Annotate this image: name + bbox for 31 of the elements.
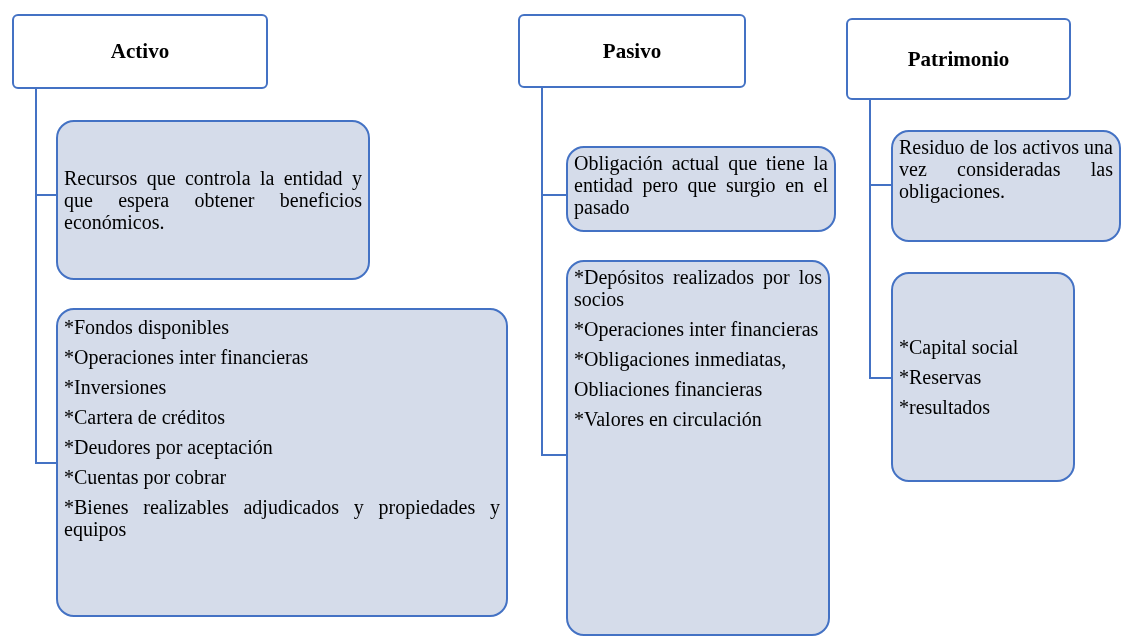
box-title: Activo	[109, 39, 171, 64]
description-text: Obligación actual que tiene la entidad pero que surgio en el pasado	[574, 152, 828, 218]
box-title: Patrimonio	[906, 46, 1011, 72]
list-item: *Depósitos realizados por los socios	[574, 266, 822, 310]
list-item: *Deudores por aceptación	[64, 436, 274, 458]
description-box	[566, 146, 836, 232]
title-box	[846, 18, 1071, 100]
list-item: *Operaciones inter financieras	[574, 318, 820, 340]
description-box	[56, 120, 370, 280]
list-item: *Reservas	[899, 366, 983, 388]
list-item: *Cuentas por cobrar	[64, 466, 228, 488]
list-item: *Capital social	[899, 336, 1020, 358]
list-box	[56, 308, 508, 617]
list-item: *Fondos disponibles	[64, 316, 231, 338]
list-box	[566, 260, 830, 636]
description-text: Recursos que controla la entidad y que espera obtener beneficios económicos.	[64, 167, 362, 233]
list-item: *Inversiones	[64, 376, 168, 398]
list-item: *Obligaciones inmediatas,	[574, 348, 788, 370]
list-item: *Operaciones inter financieras	[64, 346, 310, 368]
list-item: *Bienes realizables adjudicados y propiedades y equipos	[64, 496, 500, 540]
list-item: Obliaciones financieras	[574, 378, 764, 400]
list-box	[891, 272, 1075, 482]
list-item: *resultados	[899, 396, 992, 418]
description-text: Residuo de los activos una vez consideradas las obligaciones.	[899, 136, 1113, 202]
box-title: Pasivo	[601, 38, 663, 64]
title-box	[12, 14, 268, 89]
list-item: *Cartera de créditos	[64, 406, 227, 428]
list-item: *Valores en circulación	[574, 408, 763, 430]
title-box	[518, 14, 746, 88]
description-box	[891, 130, 1121, 242]
connector-line	[869, 99, 892, 379]
